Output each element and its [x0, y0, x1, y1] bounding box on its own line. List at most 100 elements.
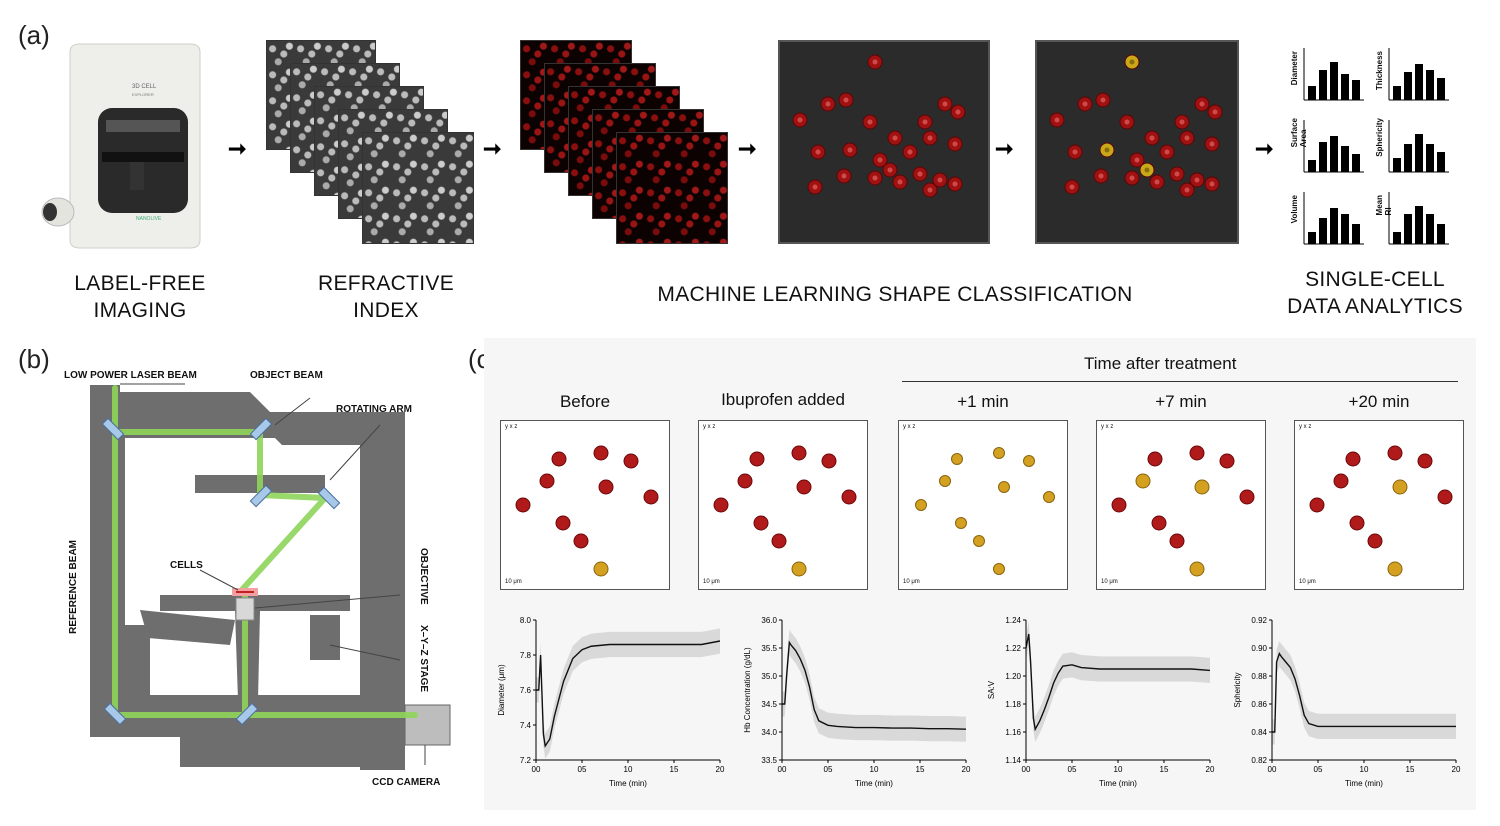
- x-tick-label: 15: [916, 765, 925, 774]
- optical-setup-diagram: LOW POWER LASER BEAM OBJECT BEAM ROTATIN…: [60, 370, 460, 810]
- y-tick-label: 7.6: [520, 686, 532, 695]
- histogram-bar: [1437, 78, 1445, 100]
- rbc-cell: [643, 489, 659, 505]
- y-tick-label: 36.0: [761, 616, 777, 625]
- histogram-bar: [1415, 206, 1423, 244]
- device-sub: EXPLORER: [132, 92, 154, 97]
- histogram-bar: [1426, 214, 1434, 244]
- rbc-cell: [539, 473, 555, 489]
- x-tick-label: 00: [1022, 765, 1031, 774]
- rbc-cell: [555, 515, 571, 531]
- error-band: [1272, 641, 1456, 745]
- histogram-bar: [1341, 214, 1349, 244]
- histogram-bar: [1404, 214, 1412, 244]
- arrow-right-icon: ➞: [995, 136, 1014, 161]
- rbc-cell: [1367, 533, 1383, 549]
- label-objective: OBJECTIVE: [418, 548, 429, 605]
- label-low-power-laser: LOW POWER LASER BEAM: [64, 370, 197, 381]
- state-title: Ibuprofen added: [721, 390, 845, 409]
- rbc-cell: [1417, 453, 1433, 469]
- rbc-cell: [749, 451, 765, 467]
- rbc-cell: [1023, 455, 1035, 467]
- histogram-bar: [1415, 134, 1423, 172]
- rbc-cell: [713, 497, 729, 513]
- y-tick-label: 1.14: [1005, 756, 1021, 765]
- x-axis-label: Time (min): [609, 779, 647, 788]
- x-tick-label: 10: [1114, 765, 1123, 774]
- x-axis-label: Time (min): [1345, 779, 1383, 788]
- label-cells: CELLS: [170, 560, 203, 571]
- x-tick-label: 05: [1068, 765, 1077, 774]
- rbc-cell: [1387, 561, 1403, 577]
- histogram-bar: [1319, 70, 1327, 100]
- state-title: +7 min: [1155, 392, 1207, 411]
- holotomography-microscope: 3D CELL EXPLORER NANOLIVE: [40, 40, 220, 255]
- histogram-bar: [1437, 152, 1445, 172]
- y-tick-label: 35.5: [761, 644, 777, 653]
- rbc-cell: [1349, 515, 1365, 531]
- panel-c: Time after treatment Before Ibuprofen ad…: [484, 338, 1476, 810]
- y-tick-label: 0.86: [1251, 700, 1267, 709]
- histogram-bar: [1308, 232, 1316, 244]
- x-tick-label: 00: [532, 765, 541, 774]
- rbc-cell: [791, 445, 807, 461]
- rbc-cell: [737, 473, 753, 489]
- histogram-bar: [1352, 80, 1360, 100]
- rbc-cell: [1239, 489, 1255, 505]
- histogram-bar: [1308, 86, 1316, 100]
- series-line: [536, 640, 721, 748]
- rbc-cell: [915, 499, 927, 511]
- rbc-cell: [973, 535, 985, 547]
- y-tick-label: 0.92: [1251, 616, 1267, 625]
- x-tick-label: 05: [578, 765, 587, 774]
- rbc-cell: [993, 563, 1005, 575]
- y-tick-label: 0.90: [1251, 644, 1267, 653]
- rbc-cell: [791, 561, 807, 577]
- rbc-cell: [551, 451, 567, 467]
- y-tick-label: 7.2: [520, 756, 532, 765]
- y-tick-label: 0.88: [1251, 672, 1267, 681]
- rbc-cell: [593, 561, 609, 577]
- time-bracket-line: [902, 381, 1458, 382]
- rbc-cell: [771, 533, 787, 549]
- x-tick-label: 05: [824, 765, 833, 774]
- y-tick-label: 35.0: [761, 672, 777, 681]
- y-tick-label: 0.82: [1251, 756, 1267, 765]
- y-tick-label: 7.8: [520, 651, 532, 660]
- y-tick-label: 33.5: [761, 756, 777, 765]
- histogram-bar: [1319, 142, 1327, 172]
- histogram-bar: [1404, 72, 1412, 100]
- rbc-cell: [753, 515, 769, 531]
- histogram-bar: [1426, 144, 1434, 172]
- histogram-bar: [1437, 224, 1445, 244]
- label-object-beam: OBJECT BEAM: [250, 370, 323, 381]
- series-line: [1272, 652, 1456, 733]
- rbc-cell: [1169, 533, 1185, 549]
- rbc-cell: [1194, 479, 1210, 495]
- device-logo: NANOLIVE: [136, 216, 162, 222]
- rbc-cell: [573, 533, 589, 549]
- x-tick-label: 10: [870, 765, 879, 774]
- y-tick-label: 1.16: [1005, 728, 1021, 737]
- rbc-cell: [993, 447, 1005, 459]
- histogram-bar: [1319, 218, 1327, 244]
- y-tick-label: 8.0: [520, 616, 532, 625]
- arrow-right-icon: ➞: [483, 136, 502, 161]
- histogram-bar: [1330, 136, 1338, 172]
- rbc-cell: [951, 453, 963, 465]
- 3d-cell-rendering-after-classification: [1035, 40, 1239, 244]
- rbc-cell: [1135, 473, 1151, 489]
- rbc-cell: [1111, 497, 1127, 513]
- histogram-bar: [1352, 154, 1360, 172]
- x-tick-label: 20: [1206, 765, 1215, 774]
- histogram-bar: [1393, 232, 1401, 244]
- y-axis-label: Diameter (μm): [497, 664, 506, 716]
- rbc-cell: [1043, 491, 1055, 503]
- rbc-cell: [998, 481, 1010, 493]
